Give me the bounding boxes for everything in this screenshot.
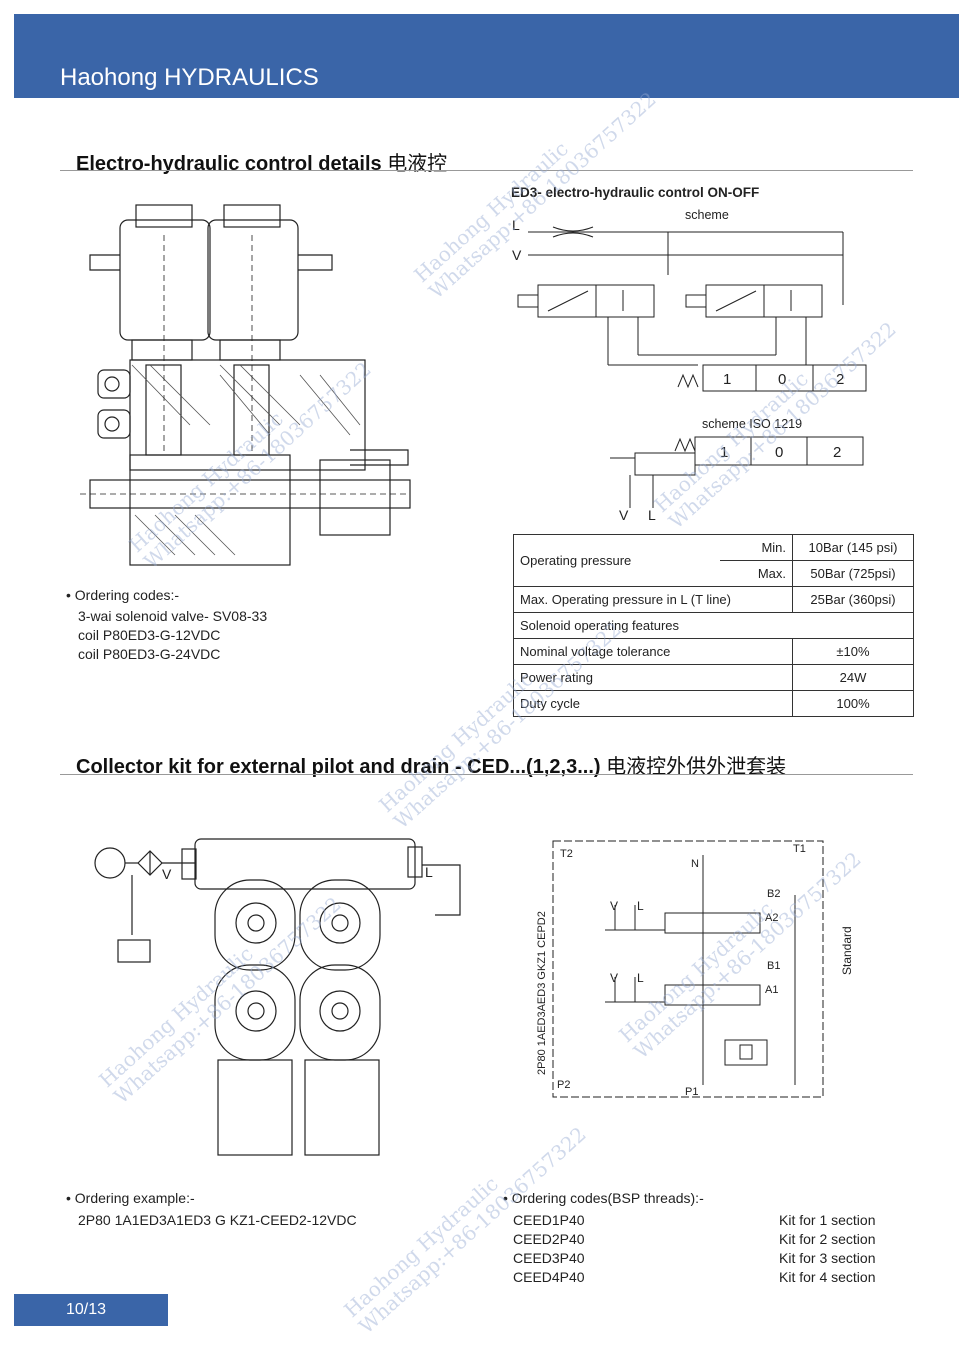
ordering-code-line: coil P80ED3-G-12VDC — [78, 627, 221, 643]
voltage-tolerance-label: Nominal voltage tolerance — [513, 638, 793, 665]
circuit-l-label-top: L — [637, 899, 644, 913]
vertical-model-code: 2P80 1AED3AED3 GKZ1 CEPD2 — [536, 911, 548, 1075]
duty-cycle-label: Duty cycle — [513, 690, 793, 717]
watermark-line2: Whatsapp:+86-18036757322 — [389, 616, 626, 834]
iso-scheme-diagram: 1 0 2 V L — [610, 436, 864, 523]
ordering-code-line: 3-wai solenoid valve- SV08-33 — [78, 608, 268, 624]
bsp-code-desc: Kit for 1 section — [779, 1212, 876, 1228]
bsp-code: CEED3P40 — [513, 1250, 585, 1266]
max-value: 50Bar (725psi) — [792, 560, 914, 587]
port-t1-label: T1 — [793, 843, 806, 855]
ordering-example-heading-text: Ordering example:- — [74, 1190, 195, 1206]
duty-cycle-value: 100% — [792, 690, 914, 717]
port-b2-label: B2 — [767, 888, 780, 900]
power-rating-label: Power rating — [513, 664, 793, 691]
max-l-label: Max. Operating pressure in L (T line) — [513, 586, 793, 613]
page-number: 10/13 — [14, 1294, 168, 1326]
section1-title: Electro-hydraulic control details 电液控 — [76, 147, 447, 176]
bsp-code-desc: Kit for 4 section — [779, 1269, 876, 1285]
iso-position-0-label: 0 — [775, 444, 783, 461]
kit-port-v-label: V — [162, 866, 172, 882]
section2-title: Collector kit for external pilot and dra… — [76, 750, 786, 779]
op-pressure-label: Operating pressure — [513, 534, 720, 587]
on-off-scheme-diagram: L V 1 0 2 — [512, 217, 867, 392]
port-b1-label: B1 — [767, 960, 780, 972]
circuit-v-label-top: V — [610, 899, 618, 913]
power-rating-value: 24W — [792, 664, 914, 691]
table-row: Duty cycle 100% — [513, 690, 914, 717]
iso-position-2-label: 2 — [833, 444, 841, 461]
collector-circuit-diagram: T2 T1 N B2 A2 B1 A1 P2 P1 V L V L 2P80 1… — [536, 840, 854, 1098]
bsp-codes-heading: • Ordering codes(BSP threads):- — [503, 1190, 704, 1206]
bsp-code-desc: Kit for 2 section — [779, 1231, 876, 1247]
section1-title-en: Electro-hydraulic control details — [76, 153, 382, 175]
port-p2-label: P2 — [557, 1079, 570, 1091]
voltage-tolerance-value: ±10% — [792, 638, 914, 665]
ordering-codes-heading: • Ordering codes:- — [66, 587, 180, 603]
scheme-iso-label: scheme ISO 1219 — [702, 417, 803, 431]
page-header: Haohong HYDRAULICS — [14, 14, 959, 98]
port-l-label: L — [512, 217, 520, 233]
ordering-example-code: 2P80 1A1ED3A1ED3 G KZ1-CEED2-12VDC — [78, 1212, 357, 1228]
iso-port-l-label: L — [648, 507, 656, 523]
position-1-label: 1 — [723, 371, 731, 388]
section1-rule — [60, 170, 913, 171]
ordering-codes-heading-text: Ordering codes:- — [74, 587, 180, 603]
min-label: Min. — [720, 534, 793, 561]
brand-title: Haohong HYDRAULICS — [60, 64, 319, 91]
port-t2-label: T2 — [560, 848, 573, 860]
table-row: Max. 50Bar (725psi) — [514, 560, 914, 587]
circuit-l-label-bottom: L — [637, 971, 644, 985]
port-n-label: N — [691, 858, 699, 870]
table-row: Operating pressure Min. 10Bar (145 psi) — [513, 534, 914, 587]
table-row: Max. Operating pressure in L (T line) 25… — [513, 586, 914, 613]
scheme-label: scheme — [685, 208, 729, 222]
valve-cross-section-drawing — [80, 204, 411, 566]
min-value: 10Bar (145 psi) — [792, 534, 914, 561]
bsp-code-desc: Kit for 3 section — [779, 1250, 876, 1266]
iso-port-v-label: V — [619, 507, 629, 523]
ordering-example-heading: • Ordering example:- — [66, 1190, 195, 1206]
bsp-code: CEED2P40 — [513, 1231, 585, 1247]
position-0-label: 0 — [778, 371, 786, 388]
ordering-code-line: coil P80ED3-G-24VDC — [78, 646, 221, 662]
port-a1-label: A1 — [765, 984, 778, 996]
bsp-code: CEED1P40 — [513, 1212, 585, 1228]
collector-kit-drawing: V L — [94, 838, 461, 1156]
max-label: Max. — [720, 560, 793, 587]
kit-port-l-label: L — [425, 864, 433, 880]
section2-title-en: Collector kit for external pilot and dra… — [76, 756, 601, 778]
spec-table: Operating pressure Min. 10Bar (145 psi) … — [513, 534, 914, 717]
standard-label: Standard — [840, 926, 854, 975]
position-2-label: 2 — [836, 371, 844, 388]
bsp-codes-heading-text: Ordering codes(BSP threads):- — [511, 1190, 704, 1206]
bsp-code: CEED4P40 — [513, 1269, 585, 1285]
scheme-title: ED3- electro-hydraulic control ON-OFF — [511, 185, 760, 200]
section2-title-cn: 电液控外供外泄套装 — [606, 756, 787, 778]
section1-title-cn: 电液控 — [387, 153, 448, 175]
port-a2-label: A2 — [765, 912, 778, 924]
section2-rule — [60, 774, 913, 775]
iso-position-1-label: 1 — [720, 444, 728, 461]
circuit-v-label-bottom: V — [610, 971, 618, 985]
max-l-value: 25Bar (360psi) — [792, 586, 914, 613]
port-p1-label: P1 — [685, 1086, 698, 1098]
port-v-label: V — [512, 247, 522, 263]
